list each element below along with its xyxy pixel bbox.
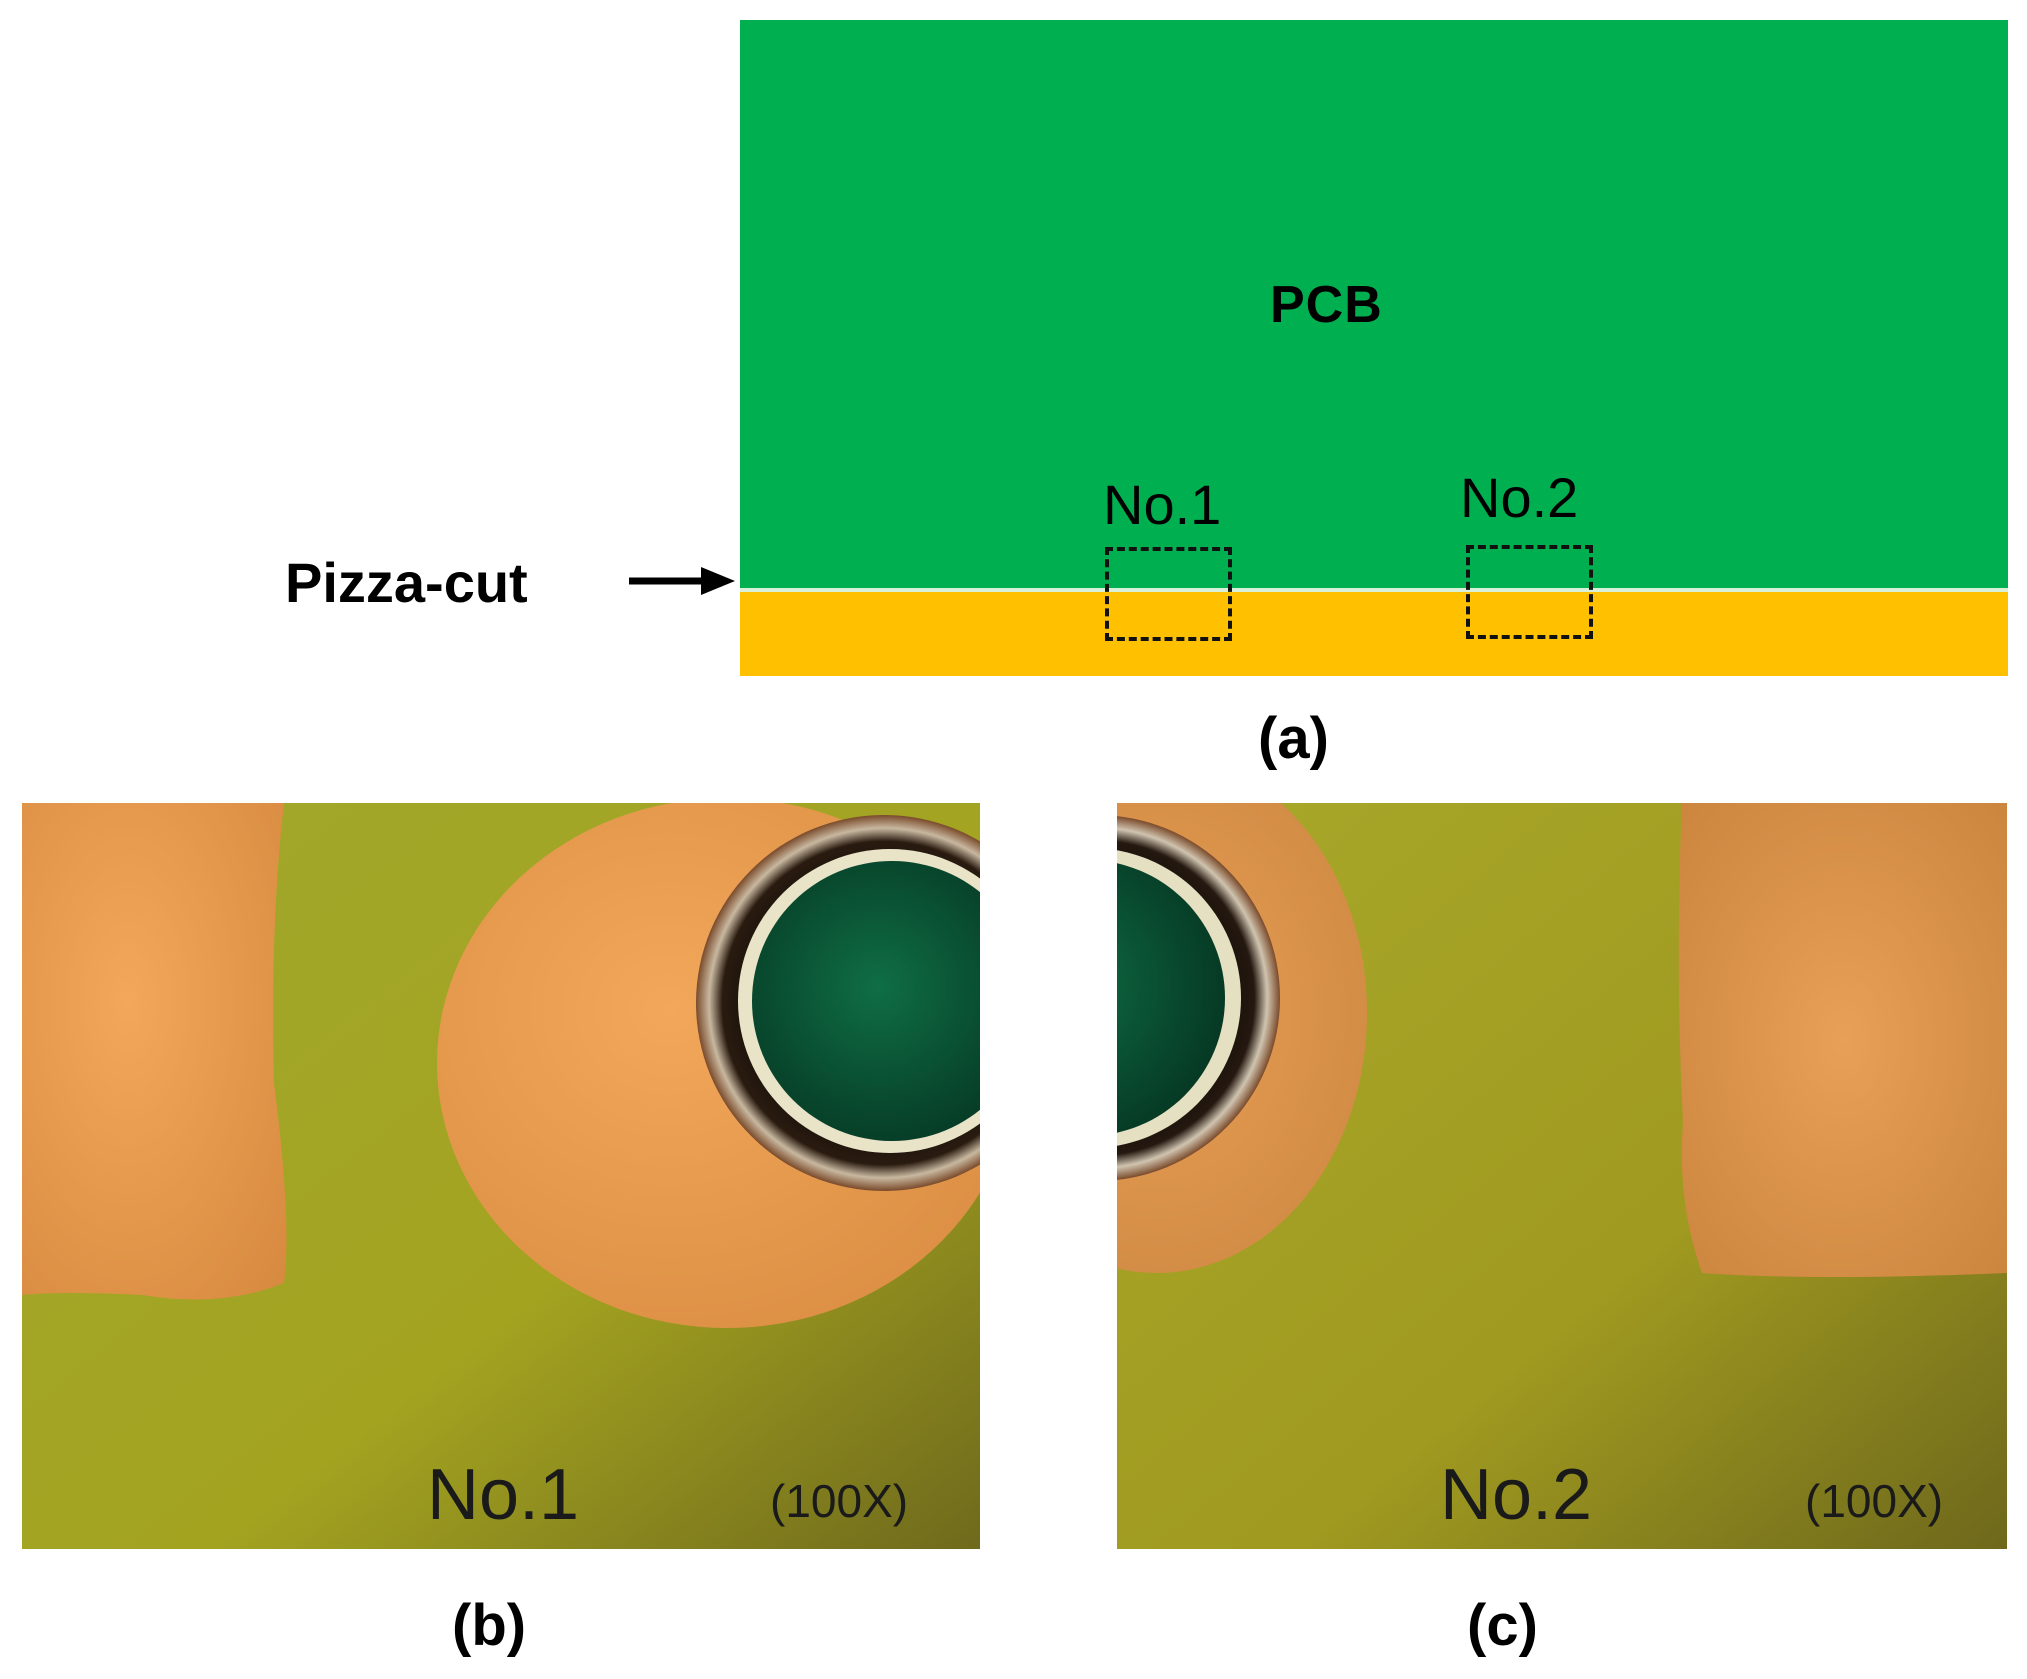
pizza-cut-strip: [740, 592, 2008, 676]
region-label-no2: No.2: [1460, 466, 1579, 529]
micrograph-label-no2: No.2: [1440, 1455, 1593, 1535]
micrograph-label-no1: No.1: [427, 1455, 580, 1535]
magnification-label-c: (100X): [1805, 1475, 1944, 1527]
region-box-no1: [1105, 547, 1232, 641]
region-box-no2: [1466, 545, 1593, 639]
caption-a: (a): [1258, 706, 1329, 771]
pcb-edge-line: [740, 588, 2008, 592]
pizza-cut-label: Pizza-cut: [285, 551, 528, 614]
pcb-board: [740, 20, 2008, 590]
micrograph-no2: [1117, 803, 2007, 1549]
region-label-no1: No.1: [1103, 473, 1222, 536]
pcb-label: PCB: [1270, 276, 1383, 334]
caption-c: (c): [1467, 1593, 1538, 1658]
magnification-label-b: (100X): [770, 1475, 909, 1527]
caption-b: (b): [452, 1593, 527, 1658]
micrograph-no1: [22, 803, 980, 1549]
arrow-right-icon: [629, 567, 735, 595]
